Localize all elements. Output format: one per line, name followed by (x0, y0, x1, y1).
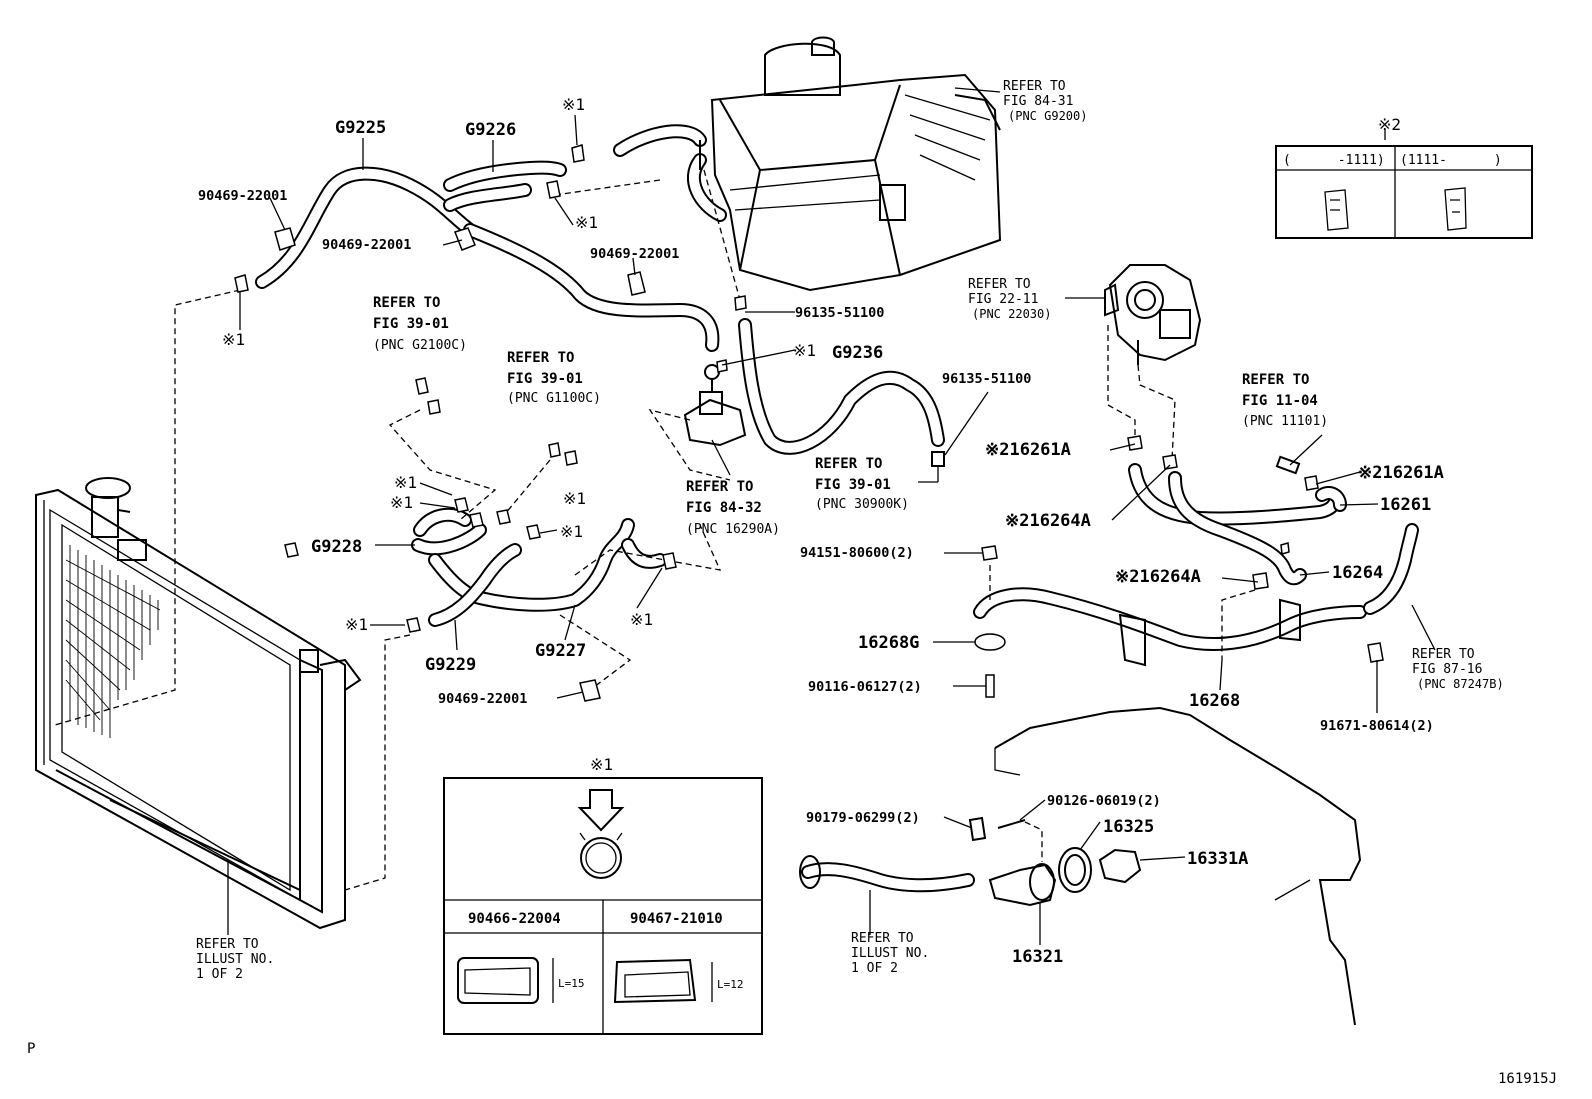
label-g9229: G9229 (425, 655, 476, 675)
ref-fig1104-line1: REFER TO (1242, 372, 1309, 388)
reservoir-tank-drawing (710, 36, 1002, 292)
legend-1-len-b: L=12 (717, 978, 744, 991)
label-16331A: 16331A (1187, 849, 1248, 869)
label-16321: 16321 (1012, 947, 1063, 967)
ref-fig3901-g1100c-line3: (PNC G1100C) (507, 391, 601, 406)
legend-1-title: ※1 (590, 755, 613, 774)
ref-fig3901-30900k-line2: FIG 39-01 (815, 477, 891, 493)
label-16261A-right: ※216261A (1358, 463, 1444, 483)
label-90179: 90179-06299(2) (806, 810, 920, 826)
ref-fig3901-g2100c-line1: REFER TO (373, 295, 440, 311)
ref-fig8716-line3: (PNC 87247B) (1417, 677, 1504, 691)
water-valve-drawing (683, 364, 747, 447)
label-g9228: G9228 (311, 537, 362, 557)
marker-1-h: ※1 (560, 522, 583, 541)
marker-1-g: ※1 (563, 489, 586, 508)
ref-illust-left-line3: 1 OF 2 (196, 967, 243, 982)
label-90469-d: 90469-22001 (438, 691, 527, 707)
ref-fig8432-line3: (PNC 16290A) (686, 522, 780, 537)
marker-1-c: ※1 (222, 330, 245, 349)
label-90469-b: 90469-22001 (322, 237, 411, 253)
throttle-body-drawing (1104, 264, 1202, 365)
label-90469-a: 90469-22001 (198, 188, 287, 204)
label-16268: 16268 (1189, 691, 1240, 711)
marker-1-f: ※1 (390, 493, 413, 512)
label-90116: 90116-06127(2) (808, 679, 922, 695)
ref-fig8716-line2: FIG 87-16 (1412, 662, 1482, 677)
ref-fig1104-line3: (PNC 11101) (1242, 414, 1328, 429)
label-96135-a: 96135-51100 (795, 305, 884, 321)
label-16264: 16264 (1332, 563, 1383, 583)
label-g9236: G9236 (832, 343, 883, 363)
ref-fig3901-30900k-line3: (PNC 30900K) (815, 497, 909, 512)
label-g9225: G9225 (335, 118, 386, 138)
marker-1-i: ※1 (345, 615, 368, 634)
legend-1-len-a: L=15 (558, 977, 585, 990)
label-90469-c: 90469-22001 (590, 246, 679, 262)
ref-fig3901-g2100c-line2: FIG 39-01 (373, 316, 449, 332)
ref-fig3901-g1100c-line1: REFER TO (507, 350, 574, 366)
ref-illust-left-line1: REFER TO (196, 937, 259, 952)
ref-fig8431-line3: (PNC G9200) (1008, 109, 1087, 123)
legend-1-part-a: 90466-22004 (468, 911, 561, 927)
ref-fig2211-line3: (PNC 22030) (972, 307, 1051, 321)
ref-fig1104-line2: FIG 11-04 (1242, 393, 1318, 409)
figure-code: 161915J (1498, 1071, 1557, 1087)
label-90126: 90126-06019(2) (1047, 793, 1161, 809)
legend-2-title: ※2 (1378, 115, 1401, 134)
label-16268G: 16268G (858, 633, 919, 653)
ref-illust-right-line1: REFER TO (851, 931, 914, 946)
label-91671: 91671-80614(2) (1320, 718, 1434, 734)
label-96135-b: 96135-51100 (942, 371, 1031, 387)
ref-illust-right-line3: 1 OF 2 (851, 961, 898, 976)
label-16264A-lower: ※216264A (1115, 567, 1201, 587)
marker-1-e: ※1 (394, 473, 417, 492)
legend-2-col2: (1111- ) (1400, 153, 1502, 168)
label-16261A-left: ※216261A (985, 440, 1071, 460)
marker-1-a: ※1 (562, 95, 585, 114)
ref-fig3901-30900k-line1: REFER TO (815, 456, 882, 472)
ref-fig2211-line2: FIG 22-11 (968, 292, 1038, 307)
ref-fig2211-line1: REFER TO (968, 277, 1031, 292)
ref-fig8716-line1: REFER TO (1412, 647, 1475, 662)
ref-fig8432-line2: FIG 84-32 (686, 500, 762, 516)
legend-1-box (443, 777, 763, 1035)
label-16264A-upper: ※216264A (1005, 511, 1091, 531)
label-g9227: G9227 (535, 641, 586, 661)
marker-1-j: ※1 (630, 610, 653, 629)
label-16325: 16325 (1103, 817, 1154, 837)
ref-fig8431-line1: REFER TO (1003, 79, 1066, 94)
legend-2-col1: ( -1111) (1283, 153, 1385, 168)
legend-1-part-b: 90467-21010 (630, 911, 723, 927)
radiator-drawing (35, 477, 362, 930)
ref-fig8431-line2: FIG 84-31 (1003, 94, 1073, 109)
ref-illust-right-line2: ILLUST NO. (851, 946, 929, 961)
ref-fig3901-g1100c-line2: FIG 39-01 (507, 371, 583, 387)
ref-fig3901-g2100c-line3: (PNC G2100C) (373, 338, 467, 353)
label-g9226: G9226 (465, 120, 516, 140)
ref-illust-left-line2: ILLUST NO. (196, 952, 274, 967)
marker-1-d: ※1 (793, 341, 816, 360)
ref-fig8432-line1: REFER TO (686, 479, 753, 495)
marker-1-b: ※1 (575, 213, 598, 232)
label-94151: 94151-80600(2) (800, 545, 914, 561)
label-16261: 16261 (1380, 495, 1431, 515)
corner-p-label: P (27, 1041, 35, 1057)
legend-2-box (1275, 145, 1533, 239)
